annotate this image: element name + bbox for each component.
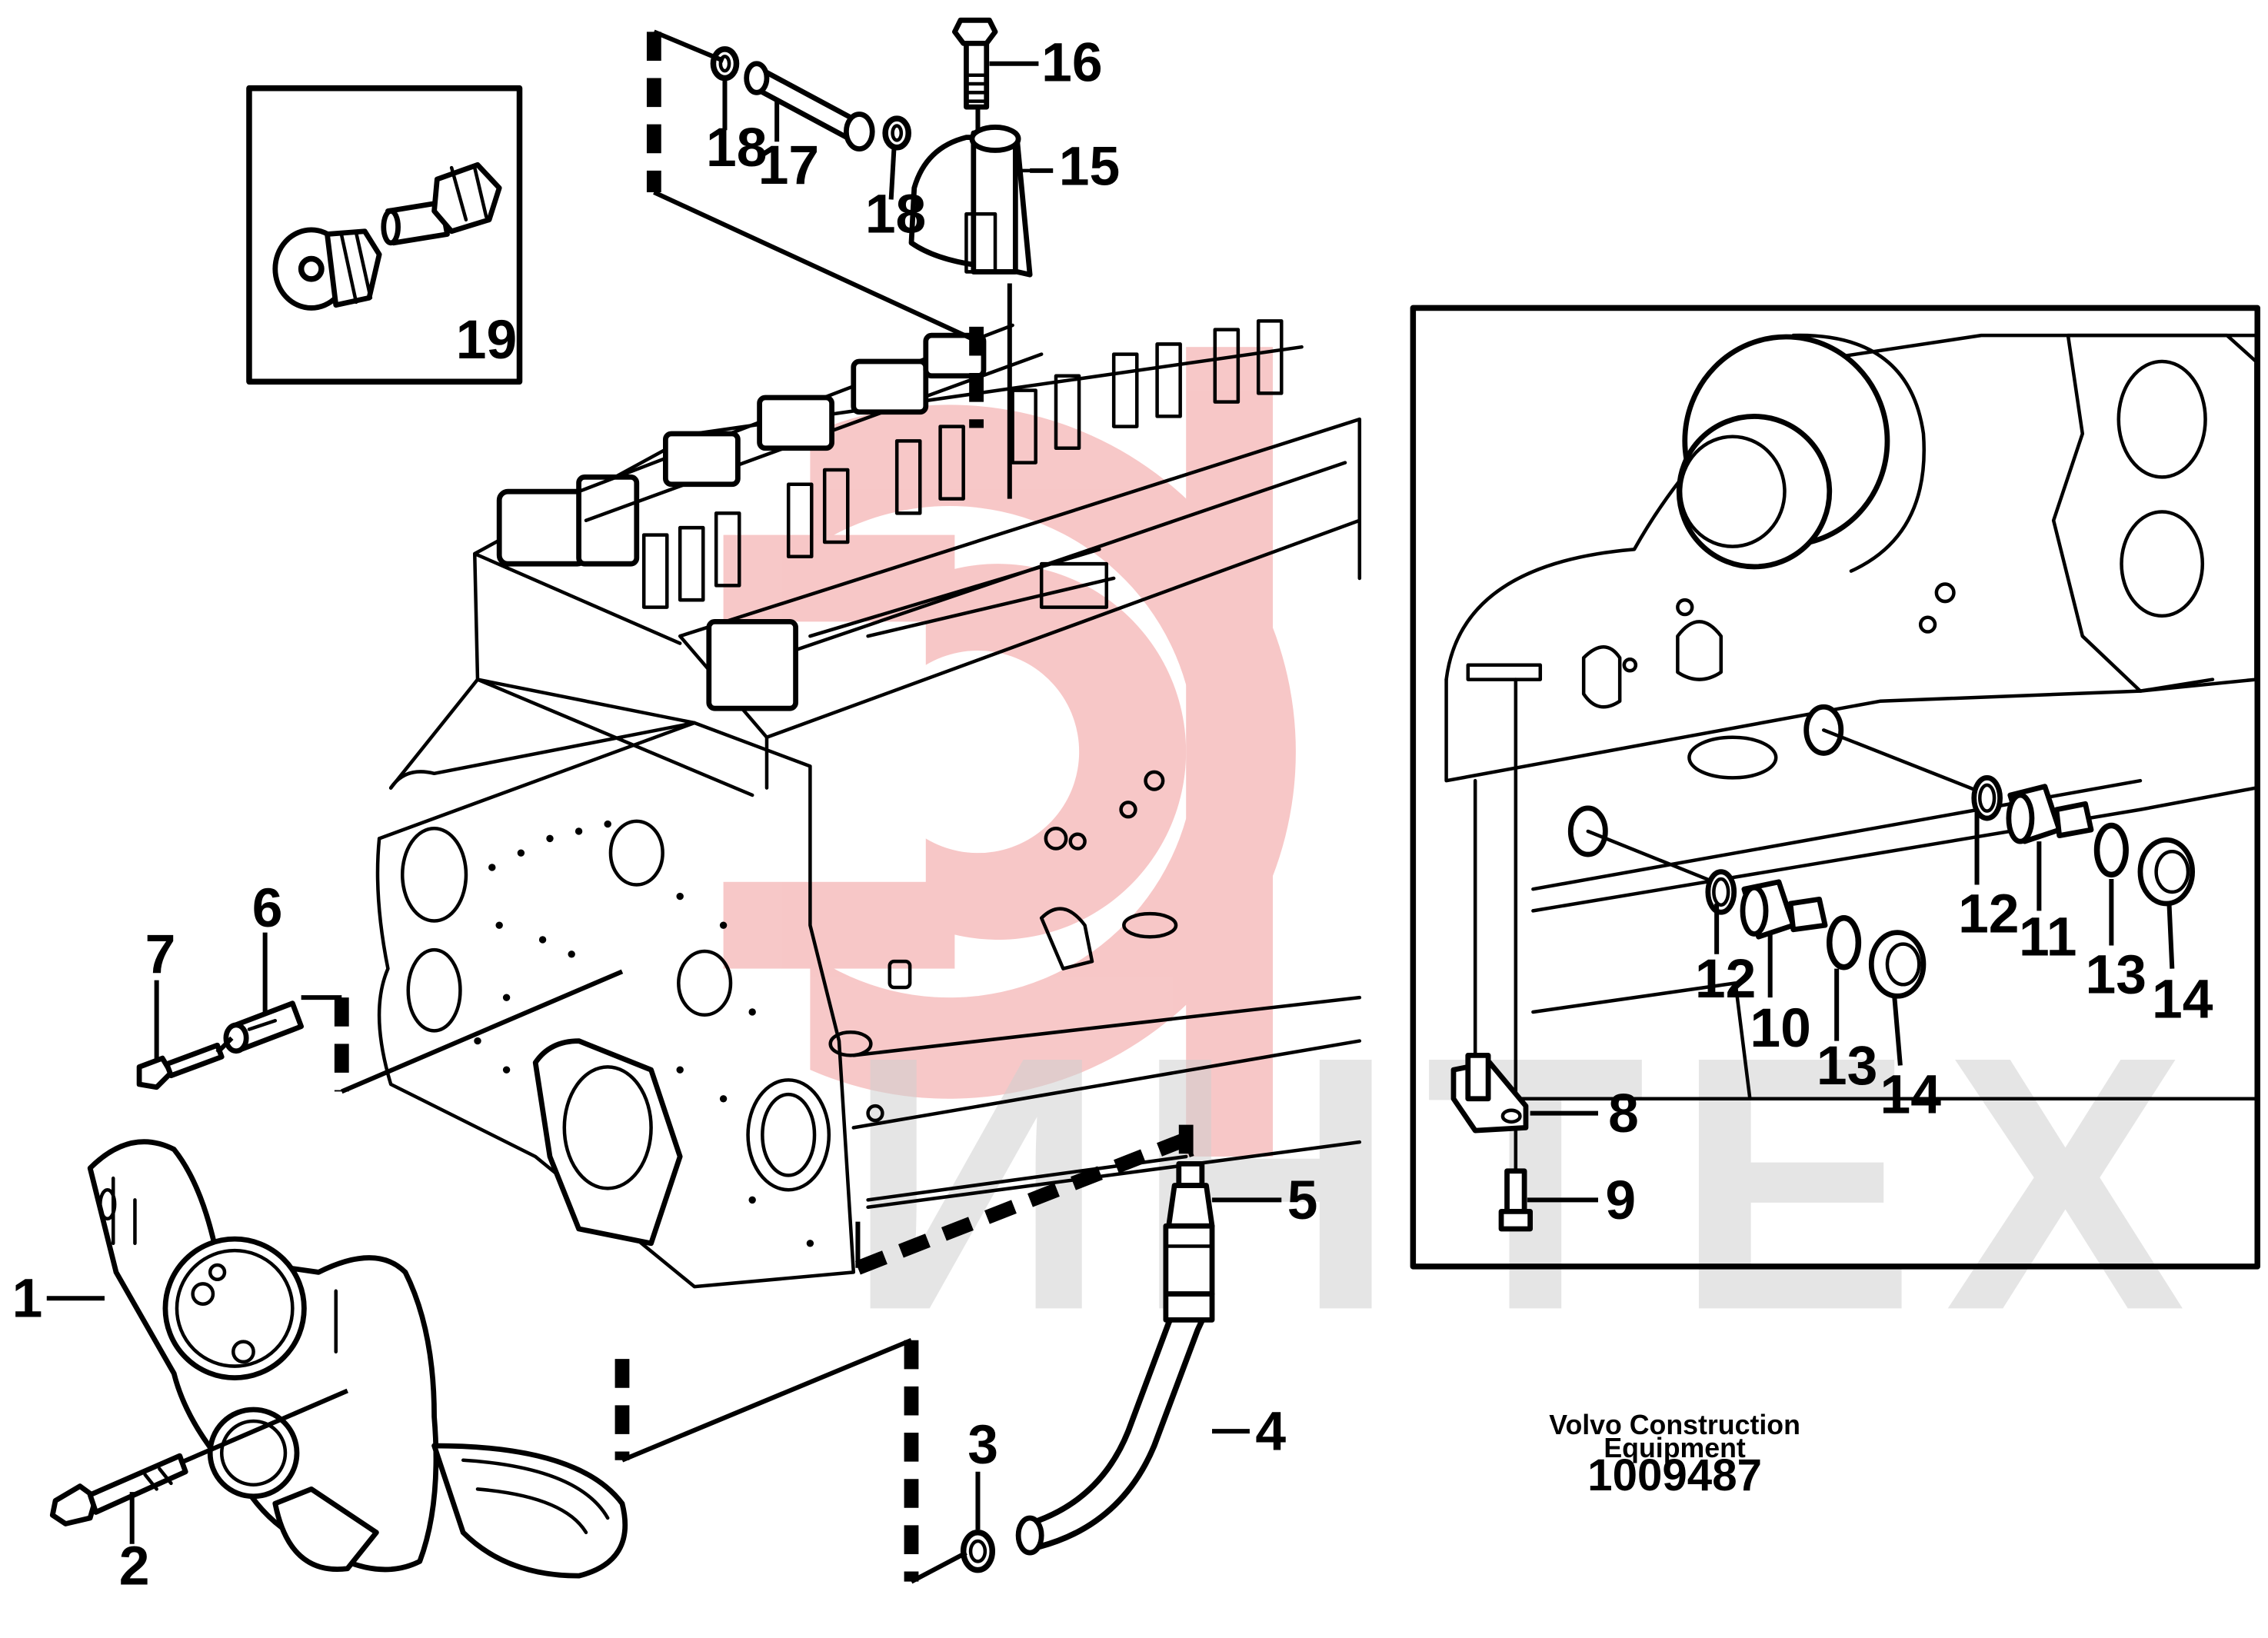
callout-6: 6 <box>252 877 283 939</box>
callout-14b: 14 <box>2152 968 2213 1030</box>
dashed-connectors <box>301 29 1194 1584</box>
callout-19: 19 <box>456 309 517 371</box>
callout-17: 17 <box>758 135 819 196</box>
part-14a-plug <box>1868 930 1927 999</box>
part-16-bolt <box>952 17 1012 499</box>
callout-4: 4 <box>1255 1401 1286 1463</box>
callout-11: 11 <box>2019 907 2077 968</box>
part-13b-oring <box>2093 822 2129 878</box>
part-3-seal <box>960 1530 996 1573</box>
callout-labels: 1 2 3 4 5 6 7 8 9 10 11 12 12 13 13 14 1… <box>12 32 2213 1596</box>
catalog-number: 1009487 <box>1587 1450 1762 1500</box>
part-18a-seal <box>710 46 740 82</box>
callout-2: 2 <box>119 1535 150 1596</box>
part-11-valve <box>2006 784 2094 844</box>
part-15-bracket <box>908 125 1033 278</box>
part-18b-seal <box>882 115 911 151</box>
detail-inset-box <box>1410 305 2260 1270</box>
callout-12a: 12 <box>1695 948 1756 1010</box>
callout-12b: 12 <box>1958 884 2019 945</box>
callout-18a: 18 <box>706 117 767 178</box>
caption-block: Volvo Construction Equipment 1009487 <box>1549 1410 1800 1500</box>
caption-line-1: Volvo Construction <box>1549 1410 1800 1440</box>
part-5-union <box>1163 1160 1215 1297</box>
caption-line-2: Equipment <box>1604 1433 1746 1463</box>
part-4-pipe <box>1015 1291 1215 1556</box>
part-10-valve <box>1740 879 1828 940</box>
part-6-pin <box>223 1000 305 1054</box>
callout-14a: 14 <box>1880 1064 1942 1126</box>
callout-5: 5 <box>1287 1170 1318 1231</box>
callout-13a: 13 <box>1817 1035 1877 1097</box>
callout-3: 3 <box>967 1414 998 1476</box>
part-2-bolt <box>49 1388 348 1526</box>
engine-block <box>375 319 1362 1289</box>
part-8-bracket <box>1450 1052 1529 1134</box>
callout-9: 9 <box>1605 1170 1636 1231</box>
callout-1: 1 <box>12 1268 43 1330</box>
part-7-bolt <box>136 1036 234 1090</box>
part-1-oil-pump <box>87 1139 628 1579</box>
part-13a-oring <box>1827 915 1862 970</box>
callout-8: 8 <box>1608 1083 1639 1144</box>
part-19-plug <box>272 161 502 311</box>
callout-18b: 18 <box>865 184 926 245</box>
inset-box-19 <box>246 85 523 385</box>
bolt-holes <box>474 820 814 1247</box>
valve-train <box>496 319 1284 711</box>
callout-10: 10 <box>1750 997 1810 1059</box>
callout-16: 16 <box>1041 32 1102 93</box>
part-17-pipe <box>744 61 875 152</box>
callout-13b: 13 <box>2086 944 2146 1006</box>
part-9-bolt <box>1498 1168 1533 1232</box>
callout-15: 15 <box>1059 136 1120 198</box>
callout-7: 7 <box>145 924 176 985</box>
leader-lines <box>46 61 2175 1544</box>
part-14b-plug <box>2137 837 2196 907</box>
